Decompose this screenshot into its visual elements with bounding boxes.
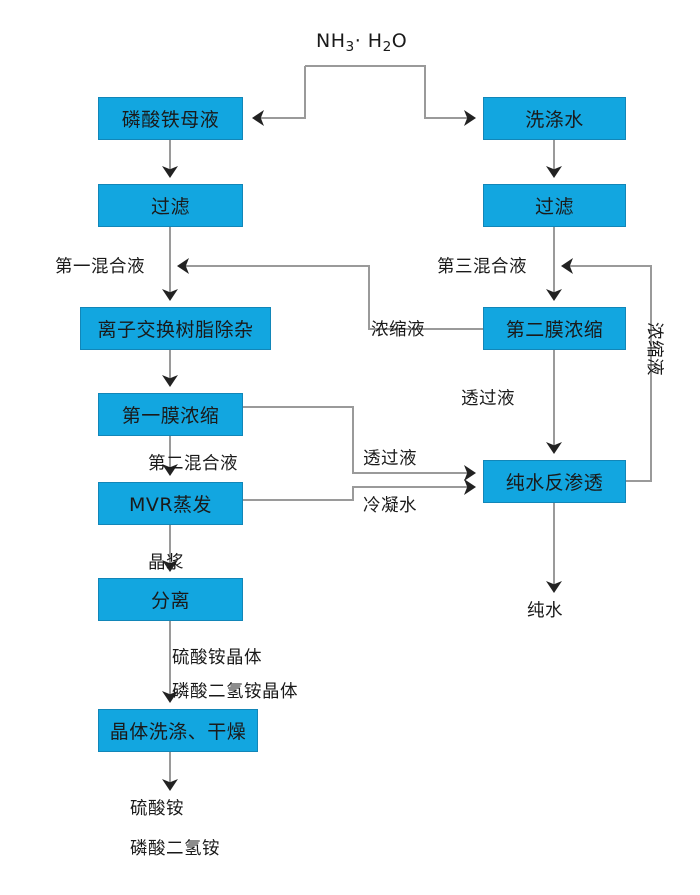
reagent-label: NH3· H2O bbox=[316, 30, 408, 55]
edge-label-condensate: 冷凝水 bbox=[363, 496, 417, 516]
edge-label-crystal-slurry: 晶浆 bbox=[148, 553, 184, 573]
wire-condensate-to-ro bbox=[243, 479, 476, 501]
node-ion-exchange-resin[interactable]: 离子交换树脂除杂 bbox=[80, 307, 271, 350]
node-first-membrane-concentration[interactable]: 第一膜浓缩 bbox=[98, 393, 243, 436]
wire-reagent-to-washing-water bbox=[305, 65, 476, 126]
node-crystal-wash-dry[interactable]: 晶体洗涤、干燥 bbox=[98, 709, 258, 752]
edge-label-concentrate-right: 浓缩液 bbox=[644, 322, 664, 376]
node-filtration-right[interactable]: 过滤 bbox=[483, 184, 626, 227]
edge-label-ammonium-sulfate-crystals: 硫酸铵晶体 bbox=[172, 648, 262, 668]
node-separation[interactable]: 分离 bbox=[98, 578, 243, 621]
edge-label-first-mixed-liquid: 第一混合液 bbox=[55, 257, 145, 277]
edge-label-permeate-horizontal: 透过液 bbox=[363, 449, 417, 469]
edge-label-second-mixed-liquid: 第二混合液 bbox=[148, 454, 238, 474]
edge-label-map-output: 磷酸二氢铵 bbox=[130, 839, 220, 859]
node-washing-water[interactable]: 洗涤水 bbox=[483, 97, 626, 140]
edge-label-ammonium-sulfate-output: 硫酸铵 bbox=[130, 799, 184, 819]
wire-reagent-to-mother-liquor bbox=[252, 66, 306, 126]
node-second-membrane-concentration[interactable]: 第二膜浓缩 bbox=[483, 307, 626, 350]
node-pure-water-reverse-osmosis[interactable]: 纯水反渗透 bbox=[483, 460, 626, 503]
edge-label-concentrate-left: 浓缩液 bbox=[371, 320, 425, 340]
node-filtration-left[interactable]: 过滤 bbox=[98, 184, 243, 227]
wire-ro-concentrate-recycle bbox=[561, 258, 652, 482]
edge-label-third-mixed-liquid: 第三混合液 bbox=[437, 257, 527, 277]
node-mvr-evaporation[interactable]: MVR蒸发 bbox=[98, 482, 243, 525]
edge-label-map-crystals: 磷酸二氢铵晶体 bbox=[172, 682, 298, 702]
edge-label-permeate-vertical: 透过液 bbox=[461, 389, 515, 409]
wire-permeate-to-ro bbox=[243, 406, 476, 481]
edge-label-pure-water-output: 纯水 bbox=[527, 601, 563, 621]
wire-concentrate-to-first-mixed bbox=[177, 258, 483, 330]
node-iron-phosphate-mother-liquor[interactable]: 磷酸铁母液 bbox=[98, 97, 243, 140]
